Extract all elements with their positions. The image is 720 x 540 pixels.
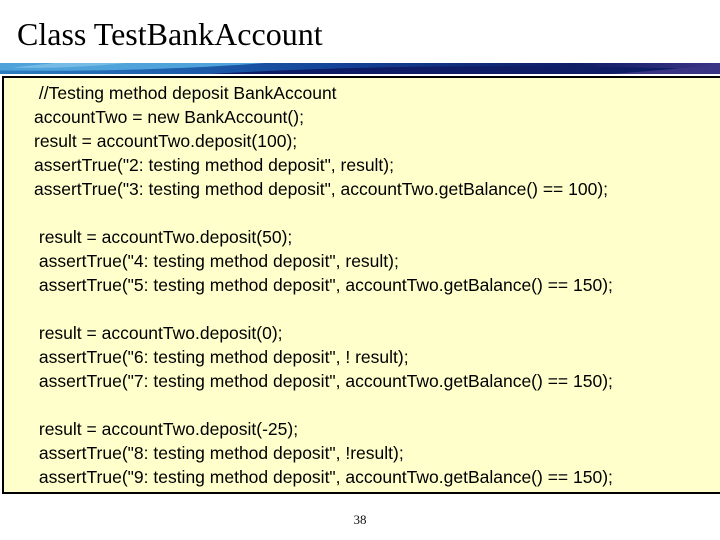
code-line: result = accountTwo.deposit(0);	[34, 323, 283, 343]
code-block-3: result = accountTwo.deposit(0); assertTr…	[34, 321, 720, 393]
code-line: assertTrue("7: testing method deposit", …	[34, 371, 613, 391]
code-line: //Testing method deposit BankAccount	[34, 83, 337, 103]
bar-wave-purple-right	[612, 65, 720, 74]
code-line: result = accountTwo.deposit(-25);	[34, 419, 299, 439]
code-content-box: //Testing method deposit BankAccount acc…	[2, 76, 720, 494]
code-line: assertTrue("6: testing method deposit", …	[34, 347, 409, 367]
code-line: assertTrue("2: testing method deposit", …	[34, 155, 394, 175]
title-underline-gradient-bar	[0, 63, 720, 74]
code-block-2: result = accountTwo.deposit(50); assertT…	[34, 225, 720, 297]
code-line: assertTrue("3: testing method deposit", …	[34, 179, 609, 199]
code-block-1: //Testing method deposit BankAccount acc…	[34, 81, 720, 201]
bar-wave-pale-sliver	[12, 63, 125, 68]
code-block-4: result = accountTwo.deposit(-25); assert…	[34, 417, 720, 489]
code-line: result = accountTwo.deposit(100);	[34, 131, 298, 151]
code-line: assertTrue("5: testing method deposit", …	[34, 275, 613, 295]
code-line: assertTrue("8: testing method deposit", …	[34, 443, 404, 463]
code-line: result = accountTwo.deposit(50);	[34, 227, 293, 247]
page-number: 38	[353, 512, 367, 527]
page-title: Class TestBankAccount	[17, 16, 323, 52]
bar-wave-navy	[210, 66, 720, 74]
code-line: accountTwo = new BankAccount();	[34, 107, 304, 127]
code-line: assertTrue("9: testing method deposit", …	[34, 467, 613, 487]
code-line: assertTrue("4: testing method deposit", …	[34, 251, 399, 271]
